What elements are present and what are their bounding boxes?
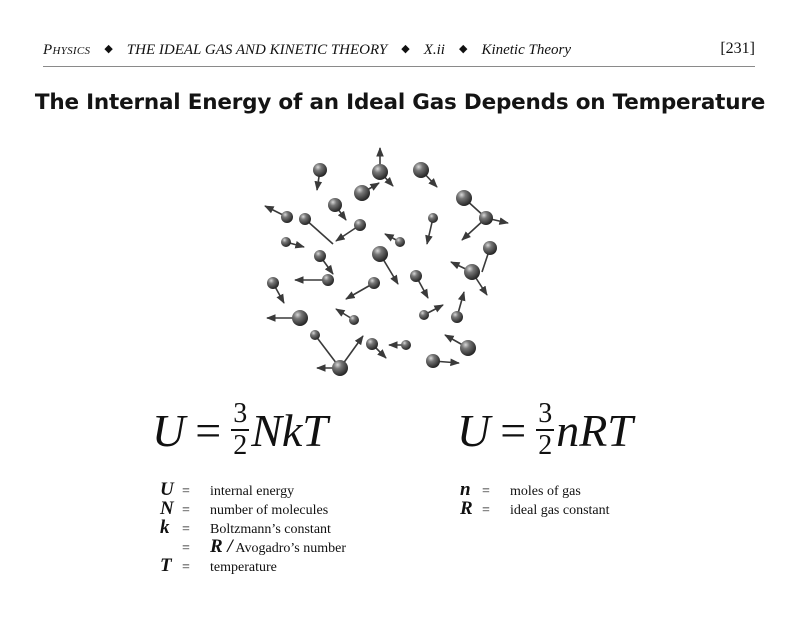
eq-rhs: NkT <box>251 404 328 456</box>
fraction-numerator: 3 <box>231 398 250 431</box>
fraction-three-halves: 3 2 <box>536 398 555 461</box>
legend-symbol: T <box>160 555 172 576</box>
eq-lhs: U <box>457 404 491 456</box>
gas-molecules-diagram <box>250 140 530 380</box>
legend-description: number of molecules <box>210 503 329 518</box>
legend-symbol: n <box>460 479 471 500</box>
diamond-bullet-icon: ◆ <box>104 43 113 55</box>
legend-description-text: Avogadro’s number <box>232 541 346 556</box>
legend-symbol: U <box>160 479 174 500</box>
legend-description: temperature <box>210 560 277 575</box>
legend-row: k = Boltzmann’s constant <box>160 518 346 537</box>
header-topic: Kinetic Theory <box>481 42 572 58</box>
fraction-denominator: 2 <box>538 430 553 461</box>
legend-row: T = temperature <box>160 556 346 575</box>
header-subject: Physics <box>43 42 91 58</box>
legend-equals: = <box>182 560 190 575</box>
fraction-three-halves: 3 2 <box>231 398 250 461</box>
legend-row: = R / Avogadro’s number <box>160 537 346 556</box>
equation-nrt: U = 3 2 nRT <box>457 400 633 460</box>
diamond-bullet-icon: ◆ <box>458 43 468 55</box>
legend-row: U = internal energy <box>160 480 346 499</box>
legend-equals: = <box>182 541 190 556</box>
eq-rhs: nRT <box>556 404 633 456</box>
legend-row: N = number of molecules <box>160 499 346 518</box>
legend-equals: = <box>482 484 490 499</box>
eq-lhs: U <box>152 404 186 456</box>
legend-row: R = ideal gas constant <box>460 499 610 518</box>
legend-symbol: k <box>160 517 170 538</box>
legend-description: Boltzmann’s constant <box>210 522 331 537</box>
legend-equals: = <box>182 503 190 518</box>
legend-equals: = <box>482 503 490 518</box>
legend-description: R / Avogadro’s number <box>210 537 346 558</box>
legend-nrt: n = moles of gas R = ideal gas constant <box>460 480 610 518</box>
fraction-numerator: 3 <box>536 398 555 431</box>
legend-symbol: N <box>160 498 174 519</box>
running-header: Physics ◆ THE IDEAL GAS AND KINETIC THEO… <box>43 40 755 64</box>
legend-description: internal energy <box>210 484 295 499</box>
header-breadcrumb: Physics ◆ THE IDEAL GAS AND KINETIC THEO… <box>43 42 571 59</box>
eq-equals: = <box>500 404 527 456</box>
page-title: The Internal Energy of an Ideal Gas Depe… <box>34 90 766 115</box>
legend-inline-symbol: R / <box>210 536 233 557</box>
header-section: X.ii <box>423 42 445 58</box>
header-chapter: THE IDEAL GAS AND KINETIC THEORY <box>126 42 388 58</box>
legend-description: moles of gas <box>510 484 581 499</box>
legend-equals: = <box>182 484 190 499</box>
legend-row: n = moles of gas <box>460 480 610 499</box>
equation-nkt: U = 3 2 NkT <box>152 400 328 460</box>
legend-nkt: U = internal energy N = number of molecu… <box>160 480 346 575</box>
legend-equals: = <box>182 522 190 537</box>
legend-description: ideal gas constant <box>510 503 610 518</box>
fraction-denominator: 2 <box>233 430 248 461</box>
page-number: [231] <box>720 40 755 57</box>
molecule-illustration-icon <box>264 147 509 376</box>
eq-equals: = <box>195 404 222 456</box>
header-divider <box>43 66 755 67</box>
diamond-bullet-icon: ◆ <box>401 43 410 55</box>
legend-symbol: R <box>460 498 473 519</box>
